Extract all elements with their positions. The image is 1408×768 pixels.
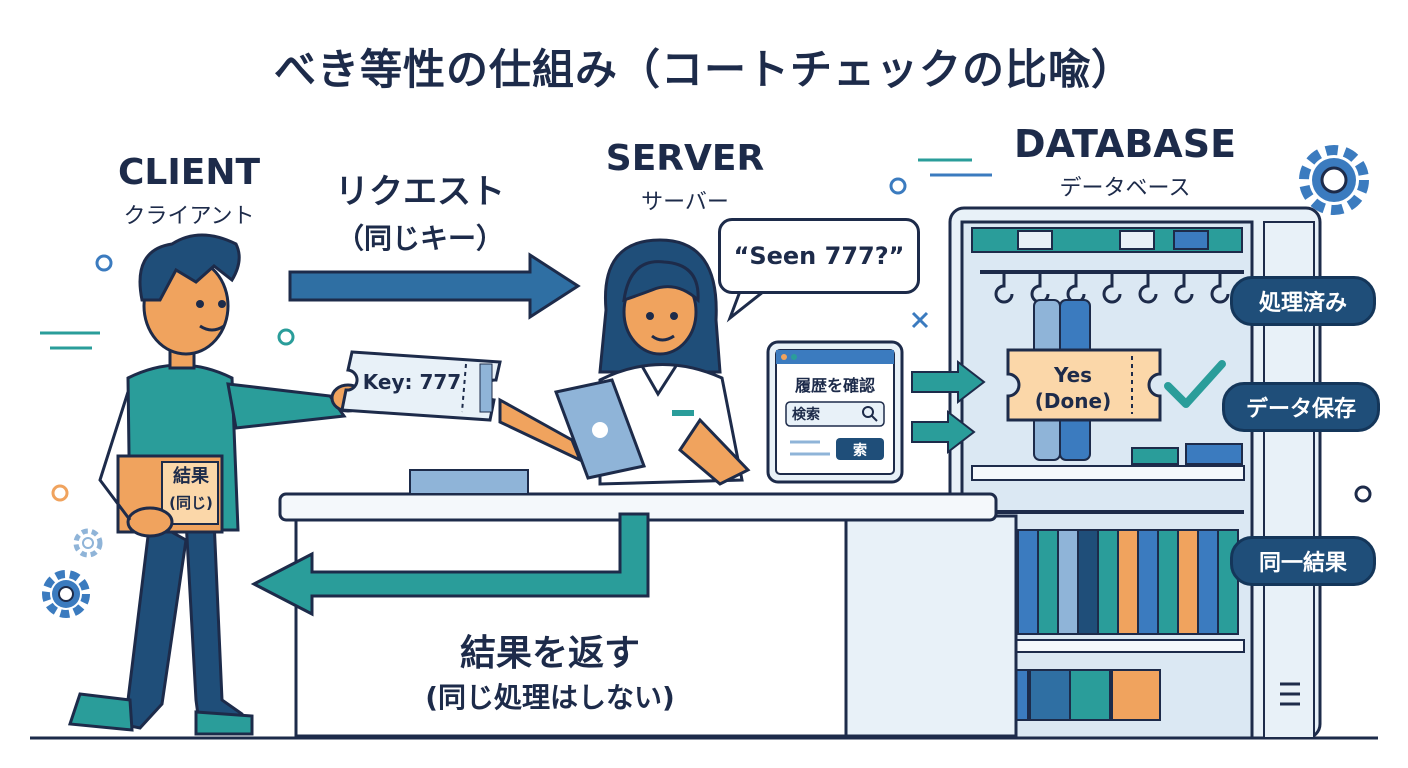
server-sublabel: サーバー [641,190,729,215]
page-title: べき等性の仕組み（コートチェックの比喩） [273,45,1134,94]
client-result-box: 結果 (同じ) [162,464,220,516]
server-person [498,238,751,486]
response-sublabel: (同じ処理はしない) [425,681,675,714]
tablet-search-label: 検索 [792,407,820,423]
lookup-arrow [911,359,986,405]
tablet-title: 履歴を確認 [794,376,875,395]
client-label: CLIENT [117,152,261,193]
return-arrow [250,512,650,617]
request-arrow [288,252,581,320]
client-person [67,233,366,736]
database-sublabel: データベース [1059,176,1191,201]
client-box-line2: (同じ) [169,494,213,512]
db-ticket-shape [1006,348,1162,422]
gear-icon-tiny [73,528,103,558]
lookup-arrow-2 [911,409,976,455]
tablet-search-button: 索 [853,443,867,459]
tablet-device [766,340,904,484]
server-label: SERVER [605,138,765,179]
request-label-line1: リクエスト [335,172,505,212]
key-ticket-label: Key: 777 [362,370,462,394]
check-icon [1164,360,1226,408]
db-ticket-line2: (Done) [1034,389,1112,413]
decorative-marks [40,158,1372,503]
status-pill-data-saved: データ保存 [1222,382,1380,432]
response-label: 結果を返す [459,633,640,674]
key-ticket-shape [340,350,502,422]
status-pill-processed: 処理済み [1230,276,1376,326]
gear-icon-small [42,570,90,618]
request-label: リクエスト （同じキー） [300,164,540,257]
db-ticket-label: Yes (Done) [1018,362,1128,414]
speech-bubble: “Seen 777?” [718,218,920,294]
request-label-line2: （同じキー） [335,222,504,255]
speech-tail [726,285,769,323]
db-ticket-line1: Yes [1053,363,1093,387]
status-pill-same-result: 同一結果 [1230,536,1376,586]
database-label: DATABASE [1013,122,1237,166]
client-sublabel: クライアント [123,204,255,229]
client-box-line1: 結果 [173,466,209,487]
gear-icon-large [1299,145,1369,215]
counter [278,469,1018,738]
